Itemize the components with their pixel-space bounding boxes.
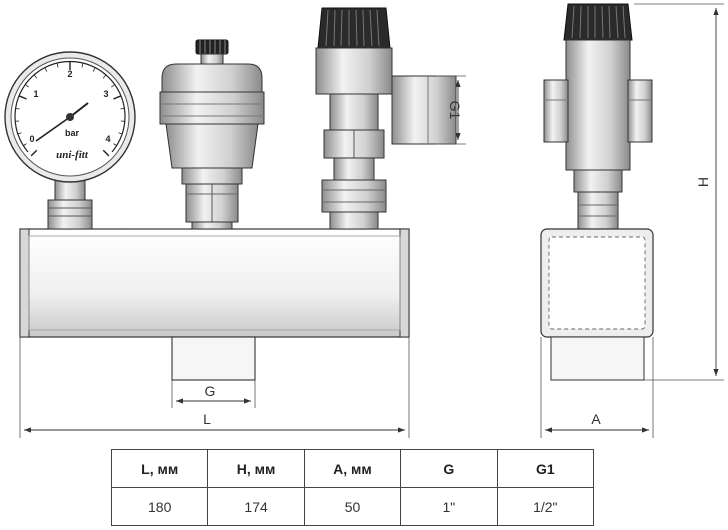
dimension-h: H bbox=[634, 3, 724, 381]
gauge-tick-mark bbox=[118, 132, 123, 135]
gauge-tick-mark bbox=[17, 132, 22, 135]
bottom-outlet bbox=[171, 336, 256, 381]
gauge-tick-mark bbox=[30, 149, 38, 157]
gauge-tick-mark bbox=[81, 63, 84, 68]
value-g: 1" bbox=[400, 487, 498, 526]
safety-valve bbox=[315, 7, 457, 230]
gauge-tick-mark bbox=[18, 95, 27, 100]
g1-label: G1 bbox=[447, 101, 463, 120]
gauge-tick-mark bbox=[33, 74, 38, 79]
gauge-tick-4: 4 bbox=[105, 134, 110, 144]
g-label: G bbox=[205, 383, 216, 399]
dimension-g1: G1 bbox=[436, 75, 466, 145]
dimension-a: A bbox=[540, 337, 654, 438]
gauge-ticks bbox=[15, 62, 125, 157]
manifold-body bbox=[19, 228, 410, 338]
gauge-tick-mark bbox=[22, 143, 27, 147]
gauge-tick-mark bbox=[25, 84, 29, 88]
value-a: 50 bbox=[303, 487, 402, 526]
gauge-tick-mark bbox=[56, 63, 59, 68]
table-row: 180 174 50 1" 1/2" bbox=[110, 487, 595, 526]
gauge-tick-mark bbox=[15, 108, 20, 110]
brand-logo: uni-fitt bbox=[56, 149, 89, 161]
dimensions-table: L, мм H, мм A, мм G G1 180 174 50 1" 1/2… bbox=[110, 449, 595, 526]
header-g1: G1 bbox=[496, 449, 595, 488]
gauge-tick-3: 3 bbox=[103, 89, 108, 99]
a-label: A bbox=[591, 411, 601, 427]
gauge-needle bbox=[35, 102, 89, 142]
header-h: H, мм bbox=[207, 449, 305, 488]
gauge-tick-mark bbox=[44, 67, 48, 72]
gauge-tick-mark bbox=[113, 95, 122, 100]
gauge-tick-mark bbox=[113, 143, 118, 147]
gauge-tick-mark bbox=[120, 108, 125, 110]
gauge-tick-mark bbox=[102, 149, 110, 157]
pressure-gauge: 0 1 2 3 4 bar uni-fitt bbox=[4, 51, 136, 230]
air-vent bbox=[159, 39, 265, 230]
gauge-tick-mark bbox=[92, 67, 96, 72]
l-label: L bbox=[203, 411, 211, 427]
value-l: 180 bbox=[110, 487, 209, 526]
table-header-row: L, мм H, мм A, мм G G1 bbox=[110, 449, 595, 488]
gauge-unit: bar bbox=[65, 128, 80, 138]
header-g: G bbox=[400, 449, 498, 488]
dimension-l: L bbox=[19, 337, 410, 438]
gauge-tick-2: 2 bbox=[67, 69, 72, 79]
h-label: H bbox=[695, 177, 711, 187]
gauge-tick-1: 1 bbox=[33, 89, 38, 99]
side-view bbox=[540, 3, 654, 381]
value-g1: 1/2" bbox=[496, 487, 595, 526]
gauge-tick-0: 0 bbox=[29, 134, 34, 144]
header-l: L, мм bbox=[110, 449, 209, 488]
value-h: 174 bbox=[207, 487, 305, 526]
dimension-g: G bbox=[171, 380, 256, 408]
header-a: A, мм bbox=[303, 449, 402, 488]
gauge-tick-mark bbox=[111, 84, 115, 88]
gauge-tick-mark bbox=[102, 74, 107, 79]
